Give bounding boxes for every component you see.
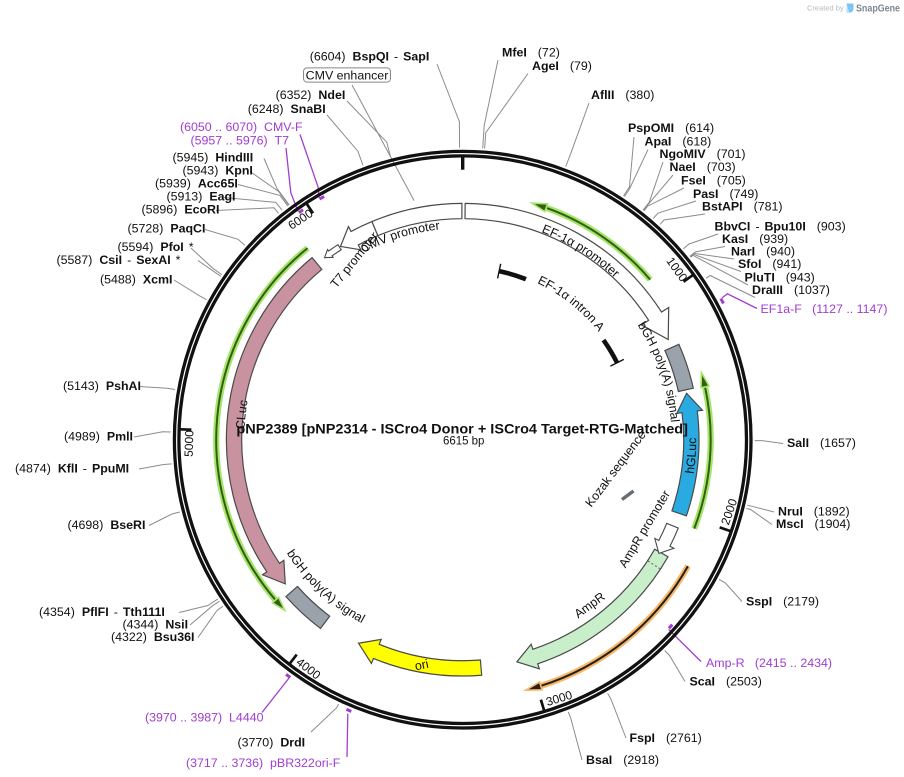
- svg-text:FseI(705): FseI(705): [681, 174, 746, 188]
- svg-text:5000: 5000: [182, 430, 197, 458]
- svg-text:(6248)SnaBI: (6248)SnaBI: [248, 102, 326, 116]
- svg-text:AgeI(79): AgeI(79): [532, 59, 592, 73]
- svg-text:ori: ori: [413, 657, 429, 674]
- svg-text:(6050 .. 6070) CMV-F: (6050 .. 6070) CMV-F: [180, 120, 303, 134]
- svg-text:MscI(1904): MscI(1904): [776, 517, 850, 531]
- svg-text:PspOMI(614): PspOMI(614): [628, 121, 714, 135]
- svg-text:CMV enhancer: CMV enhancer: [306, 68, 389, 82]
- svg-text:PasI(749): PasI(749): [693, 187, 758, 201]
- svg-text:SfoI(941): SfoI(941): [738, 257, 801, 271]
- svg-text:6615 bp: 6615 bp: [443, 434, 485, 448]
- svg-text:BbvCI-Bpu10I(903): BbvCI-Bpu10I(903): [715, 220, 846, 234]
- svg-text:AflII(380): AflII(380): [591, 88, 654, 102]
- svg-text:PluTI(943): PluTI(943): [745, 271, 815, 285]
- svg-text:NruI(1892): NruI(1892): [778, 505, 850, 519]
- svg-text:(5594)PfoI*: (5594)PfoI*: [118, 240, 194, 254]
- svg-text:(5957 .. 5976) T7: (5957 .. 5976) T7: [191, 134, 290, 148]
- svg-text:(3717 .. 3736) pBR322ori-F: (3717 .. 3736) pBR322ori-F: [186, 756, 341, 770]
- svg-text:CLuc: CLuc: [233, 399, 250, 430]
- svg-text:SnapGene: SnapGene: [856, 4, 900, 15]
- svg-text:BstAPI(781): BstAPI(781): [702, 200, 783, 214]
- svg-text:(5143)PshAI: (5143)PshAI: [63, 379, 141, 393]
- svg-text:(4874)KflI-PpuMI: (4874)KflI-PpuMI: [15, 462, 129, 476]
- svg-text:(5939)Acc65I: (5939)Acc65I: [155, 177, 238, 191]
- svg-text:ScaI(2503): ScaI(2503): [690, 675, 762, 689]
- svg-text:(3770)DrdI: (3770)DrdI: [238, 736, 306, 750]
- svg-text:pNP2389 [pNP2314 - ISCro4 Dono: pNP2389 [pNP2314 - ISCro4 Donor + ISCro4…: [236, 422, 688, 437]
- svg-text:ApaI(618): ApaI(618): [645, 135, 712, 149]
- svg-text:(4344)NsiI: (4344)NsiI: [123, 618, 189, 632]
- svg-text:FspI(2761): FspI(2761): [630, 731, 702, 745]
- svg-text:NaeI(703): NaeI(703): [670, 160, 736, 174]
- svg-text:KasI(939): KasI(939): [722, 232, 788, 246]
- svg-text:SspI(2179): SspI(2179): [746, 595, 819, 609]
- svg-text:SalI(1657): SalI(1657): [787, 436, 856, 450]
- svg-text:EF1a-F (1127 .. 1147): EF1a-F (1127 .. 1147): [761, 302, 888, 316]
- svg-text:NarI(940): NarI(940): [731, 245, 795, 259]
- svg-text:Amp-R (2415 .. 2434): Amp-R (2415 .. 2434): [706, 656, 832, 670]
- svg-text:(5945)HindIII: (5945)HindIII: [173, 151, 254, 165]
- svg-text:(4354)PflFI-Tth111I: (4354)PflFI-Tth111I: [39, 605, 165, 619]
- svg-text:BsaI(2918): BsaI(2918): [586, 753, 659, 767]
- svg-text:NgoMIV(701): NgoMIV(701): [660, 147, 746, 161]
- svg-text:DraIII(1037): DraIII(1037): [752, 283, 830, 297]
- svg-text:(5943)KpnI: (5943)KpnI: [183, 164, 253, 178]
- svg-text:(6604)BspQI-SapI: (6604)BspQI-SapI: [310, 50, 430, 64]
- svg-text:(5913)EagI: (5913)EagI: [167, 190, 236, 204]
- svg-text:MfeI(72): MfeI(72): [502, 46, 560, 60]
- svg-text:(5488)XcmI: (5488)XcmI: [100, 273, 172, 287]
- svg-text:(5728)PaqCI: (5728)PaqCI: [128, 222, 206, 236]
- svg-text:(4989)PmlI: (4989)PmlI: [64, 430, 133, 444]
- svg-text:(5587)CsiI-SexAI*: (5587)CsiI-SexAI*: [57, 253, 181, 267]
- svg-text:Created by: Created by: [807, 3, 844, 12]
- svg-text:(4322)Bsu36I: (4322)Bsu36I: [111, 630, 194, 644]
- svg-text:(6352)NdeI: (6352)NdeI: [276, 88, 346, 102]
- svg-text:(3970 .. 3987) L4440: (3970 .. 3987) L4440: [145, 711, 264, 725]
- svg-text:(4698)BseRI: (4698)BseRI: [68, 518, 146, 532]
- svg-text:(5896)EcoRI: (5896)EcoRI: [142, 203, 220, 217]
- svg-text:hGLuc: hGLuc: [683, 438, 699, 475]
